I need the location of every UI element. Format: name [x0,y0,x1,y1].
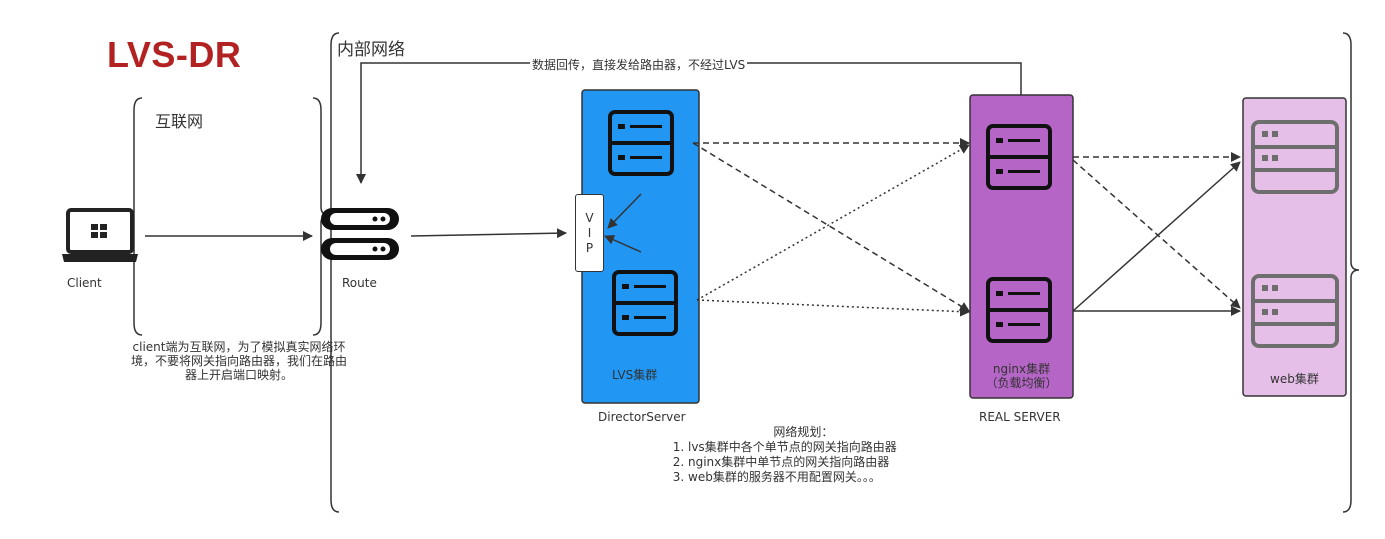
route-label: Route [342,276,377,290]
network-plan-heading: 网络规划： [773,425,834,439]
server-icon [612,270,678,336]
lvs-to-vip-arrow [604,235,642,253]
network-plan-item: lvs集群中各个单节点的网关指向路由器 [688,440,897,455]
lvs-cluster-label: LVS集群 [612,368,658,382]
nginx-cluster-label-line: （负载均衡） [985,376,1058,390]
server-icon [1251,274,1339,348]
director-server-label: DirectorServer [598,410,686,424]
server-icon [1251,120,1339,194]
internet-brace-left [133,97,143,336]
internet-label: 互联网 [155,112,204,131]
server-icon [608,110,674,176]
real-server-label: REAL SERVER [979,410,1061,424]
lvs-to-nginx-dotted [696,299,970,317]
network-plan-item: web集群的服务器不用配置网关。。。 [688,470,897,485]
return-path-label: 数据回传，直接发给路由器，不经过LVS [530,56,748,73]
client-note-line: 器上开启端口映射。 [184,368,293,382]
nginx-cluster-label-line: nginx集群 [992,362,1051,376]
vip-box: V I P [575,194,604,272]
nginx-to-web-solid [1072,161,1241,312]
web-cluster-box [1242,97,1347,397]
vip-letter: V [585,210,594,225]
client-note-line: 境，不要将网关指向路由器，我们在路由 [130,354,347,368]
nginx-cluster-label: nginx集群 （负载均衡） [970,362,1073,390]
lvs-to-vip-arrow [607,193,642,229]
web-cluster-label: web集群 [1270,372,1319,386]
network-plan: 网络规划： lvs集群中各个单节点的网关指向路由器 nginx集群中单节点的网关… [670,425,897,485]
client-label: Client [67,276,102,290]
internal-network-brace-left [330,32,340,513]
internal-network-label: 内部网络 [337,40,405,60]
router-icon [321,208,399,260]
network-plan-item: nginx集群中单节点的网关指向路由器 [688,455,897,470]
client-note: client端为互联网，为了模拟真实网络环 境，不要将网关指向路由器，我们在路由… [104,340,374,382]
lvs-to-nginx-dotted [696,144,970,301]
vip-letter: P [585,240,594,255]
route-to-vip-arrow [410,228,567,239]
diagram-title: LVS-DR [107,34,242,75]
client-note-line: client端为互联网，为了模拟真实网络环 [132,340,346,354]
vip-letter: I [587,225,592,240]
laptop-icon [62,208,138,262]
nginx-to-web-dashed [1072,159,1241,309]
lvs-to-nginx-dashed [692,142,970,312]
server-icon [986,277,1052,343]
server-icon [986,124,1052,190]
internal-network-brace-right [1342,32,1360,513]
